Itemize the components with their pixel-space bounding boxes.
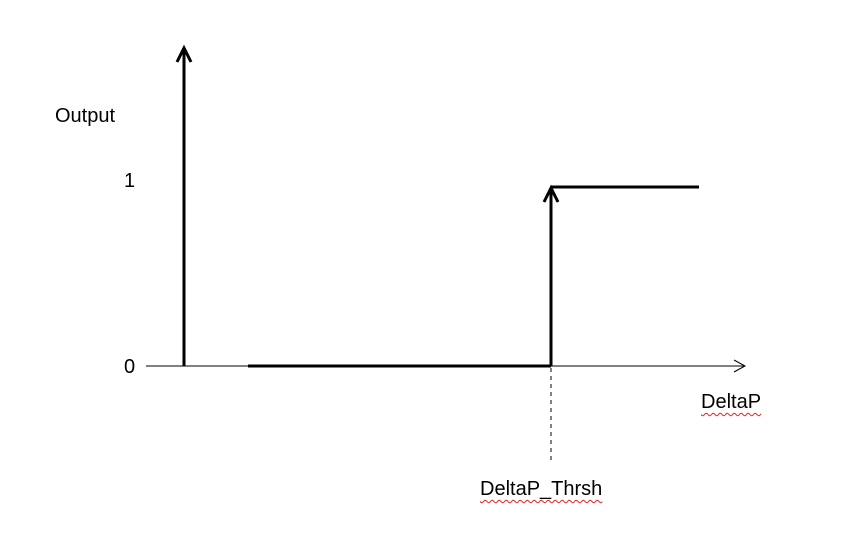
y-axis-arrowhead (175, 44, 193, 63)
x-axis-arrowhead (733, 359, 747, 373)
y-axis (175, 44, 193, 366)
y-tick-label-0: 0 (124, 356, 136, 378)
y-tick-label-1: 1 (124, 170, 136, 192)
step-transition (542, 184, 560, 366)
threshold-label: DeltaP_Thrsh (480, 478, 603, 500)
x-axis-label: DeltaP (701, 391, 762, 413)
y-axis-label: Output (55, 105, 116, 127)
